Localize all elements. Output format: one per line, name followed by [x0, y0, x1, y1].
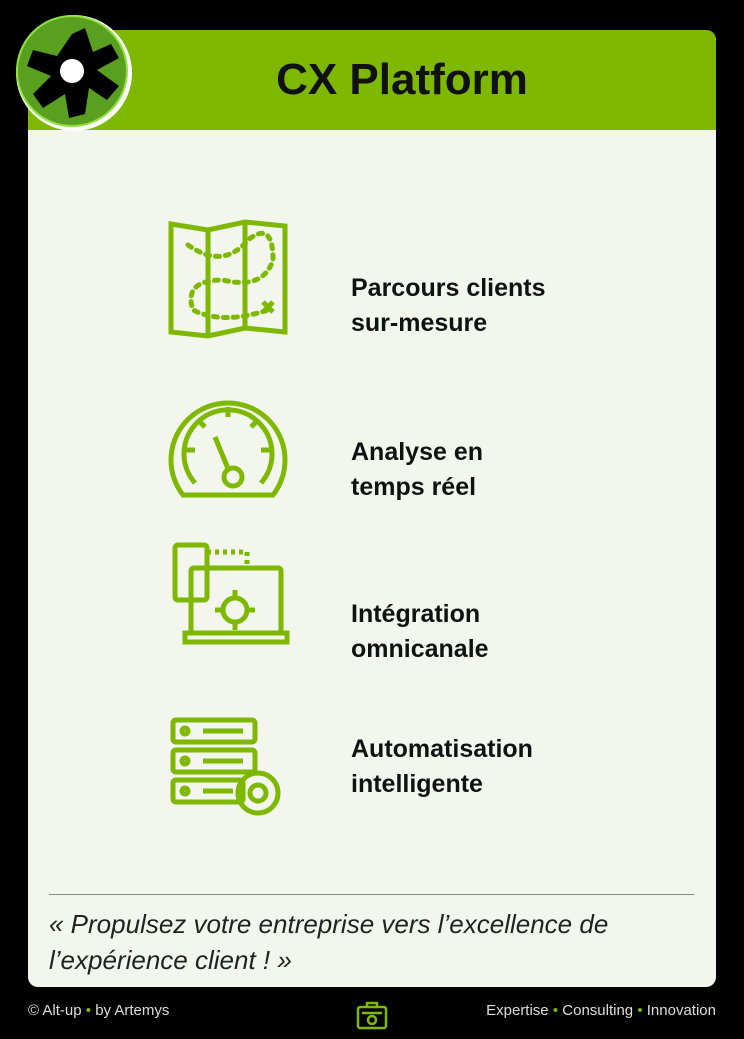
page-title: CX Platform	[276, 55, 528, 104]
tagline-quote: « Propulsez votre entreprise vers l’exce…	[49, 909, 609, 975]
map-icon	[168, 219, 288, 339]
divider	[49, 894, 694, 895]
speedometer-icon	[168, 400, 288, 498]
header-bar: CX Platform	[28, 30, 716, 130]
logo-icon	[16, 15, 132, 131]
toolbox-icon	[356, 1001, 388, 1030]
server-gear-icon	[170, 717, 281, 816]
footer-left: © Alt-up • by Artemys	[28, 1002, 170, 1019]
footer-right: Expertise • Consulting • Innovation	[486, 1002, 716, 1019]
devices-integration-icon	[172, 542, 290, 645]
